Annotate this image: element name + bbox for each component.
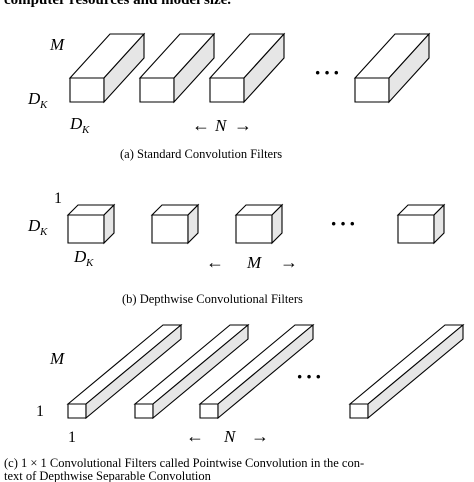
filter-block bbox=[68, 32, 146, 104]
caption-b: (b) Depthwise Convolutional Filters bbox=[122, 292, 303, 306]
svg-text:D: D bbox=[27, 89, 41, 108]
panel-c: M 1 1 ← N → ··· (c) 1 × 1 Convolutional … bbox=[4, 323, 465, 482]
caption-a: (a) Standard Convolution Filters bbox=[120, 147, 282, 161]
filter-block bbox=[396, 203, 446, 245]
filter-block bbox=[150, 203, 200, 245]
panel-b: 1 D K D K ← M → ··· (b) Depthwise Convol… bbox=[27, 190, 446, 306]
panel-a: M D K D K ← N → ··· (a) Standard Convolu… bbox=[27, 32, 431, 161]
ellipsis-a: ··· bbox=[314, 60, 342, 85]
svg-text:N: N bbox=[223, 427, 237, 446]
caption-c-line1: (c) 1 × 1 Convolutional Filters called P… bbox=[4, 456, 364, 470]
svg-text:→: → bbox=[251, 426, 269, 446]
filter-block bbox=[353, 32, 431, 104]
filter-block bbox=[66, 203, 116, 245]
count-arrow-a: ← N → bbox=[192, 115, 252, 135]
filter-blocks-a bbox=[68, 32, 431, 104]
filter-block bbox=[138, 32, 216, 104]
svg-text:D: D bbox=[69, 114, 83, 133]
count-arrow-c: ← N → bbox=[186, 426, 269, 446]
svg-text:K: K bbox=[81, 124, 90, 136]
filter-blocks-b bbox=[66, 203, 446, 245]
svg-text:→: → bbox=[234, 115, 252, 135]
top-text: computer resources and model size. bbox=[4, 0, 231, 8]
label-b-depth: 1 bbox=[54, 190, 62, 207]
filter-block bbox=[348, 323, 465, 420]
label-b-height: D K bbox=[27, 216, 48, 238]
label-c-depth: M bbox=[49, 349, 65, 368]
svg-text:K: K bbox=[39, 99, 48, 111]
filter-block bbox=[234, 203, 284, 245]
filter-block bbox=[198, 323, 315, 420]
svg-text:D: D bbox=[73, 247, 87, 266]
label-c-height: 1 bbox=[36, 403, 44, 420]
svg-text:K: K bbox=[85, 257, 94, 269]
svg-text:M: M bbox=[246, 253, 262, 272]
svg-text:←: ← bbox=[186, 426, 204, 446]
svg-text:D: D bbox=[27, 216, 41, 235]
label-b-width: D K bbox=[73, 247, 94, 269]
caption-c-line2: text of Depthwise Separable Convolution bbox=[4, 469, 212, 482]
label-a-depth: M bbox=[49, 35, 65, 54]
svg-text:→: → bbox=[280, 252, 298, 272]
filter-blocks-c bbox=[66, 323, 465, 420]
filter-block bbox=[208, 32, 286, 104]
svg-text:←: ← bbox=[192, 115, 210, 135]
filter-block bbox=[133, 323, 250, 420]
count-arrow-b: ← M → bbox=[206, 252, 298, 272]
filter-block bbox=[66, 323, 183, 420]
ellipsis-b: ··· bbox=[330, 211, 358, 236]
label-a-width: D K bbox=[69, 114, 90, 136]
ellipsis-c: ··· bbox=[296, 364, 324, 389]
label-a-height: D K bbox=[27, 89, 48, 111]
svg-text:←: ← bbox=[206, 252, 224, 272]
label-c-width: 1 bbox=[68, 429, 76, 446]
svg-text:K: K bbox=[39, 226, 48, 238]
svg-text:N: N bbox=[214, 116, 228, 135]
